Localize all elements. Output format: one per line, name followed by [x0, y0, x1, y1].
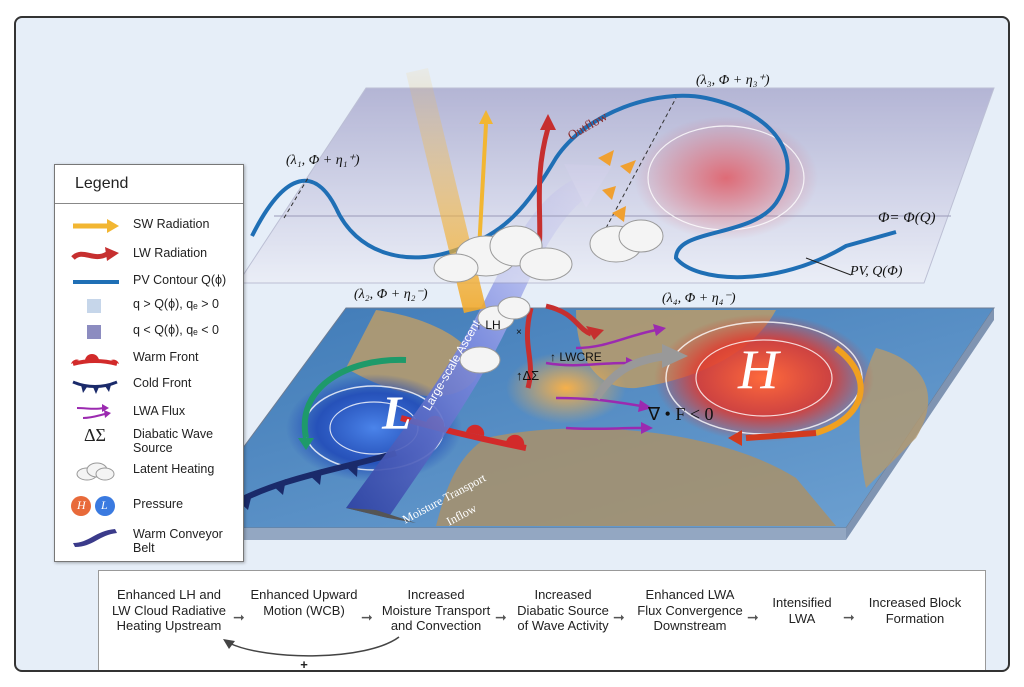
legend-item-positive: q > Q(ϕ), qₑ > 0	[55, 293, 243, 319]
legend-title: Legend	[75, 175, 128, 193]
legend-item-wcb: Warm Conveyor Belt	[55, 523, 243, 559]
flow-arrow: ➞	[613, 609, 625, 626]
flow-step-7: Increased Block Formation	[865, 595, 965, 626]
warm-front-icon	[69, 348, 121, 370]
label-pv-q: PV, Q(Φ)	[850, 264, 902, 280]
pv-contour-line-icon	[69, 271, 121, 293]
positive-anomaly-square-icon	[69, 295, 121, 317]
feedback-loop-arrow	[217, 631, 407, 661]
label-x-mark: ×	[516, 327, 522, 338]
flow-arrow: ➞	[233, 609, 245, 626]
latent-heating-cloud-icon	[69, 460, 121, 482]
label-delta-sigma: ↑ΔΣ	[516, 368, 539, 383]
legend-item-pv: PV Contour Q(ϕ)	[55, 269, 243, 295]
legend-panel: Legend SW Radiation LW Radiation PV Cont…	[54, 164, 244, 562]
flow-step-5: Enhanced LWA Flux Convergence Downstream	[635, 587, 745, 634]
lwa-flux-arrows-icon	[69, 402, 121, 424]
flow-step-2: Enhanced Upward Motion (WCB)	[249, 587, 359, 618]
flow-step-1: Enhanced LH and LW Cloud Radiative Heati…	[109, 587, 229, 634]
flow-step-6: Intensified LWA	[767, 595, 837, 626]
warm-conveyor-belt-icon	[69, 525, 121, 547]
cold-front-icon	[69, 374, 121, 396]
legend-item-pressure: H L Pressure	[55, 493, 243, 519]
negative-anomaly-square-icon	[69, 321, 121, 343]
flow-step-4: Increased Diabatic Source of Wave Activi…	[513, 587, 613, 634]
lower-map-plane	[184, 308, 994, 540]
figure-frame: (λ₁, Φ + η₁⁺) (λ₂, Φ + η₂⁻) (λ₃, Φ + η₃⁺…	[14, 16, 1010, 672]
feedback-sign: +	[297, 657, 311, 672]
label-high-pressure: H	[738, 338, 778, 402]
flow-step-3: Increased Moisture Transport and Convect…	[381, 587, 491, 634]
label-lambda1: (λ₁, Φ + η₁⁺)	[286, 152, 360, 169]
label-lwcre: ↑ LWCRE	[550, 350, 602, 364]
legend-item-diabatic-source: ΔΣ Diabatic Wave Source	[55, 423, 243, 459]
flow-arrow: ➞	[361, 609, 373, 626]
legend-item-lw: LW Radiation	[55, 242, 243, 268]
flow-arrow: ➞	[747, 609, 759, 626]
legend-item-latent-heating: Latent Heating	[55, 458, 243, 484]
lw-radiation-arrow-icon	[69, 244, 121, 266]
label-flux-divergence: ∇ • F < 0	[648, 404, 714, 425]
legend-item-cold-front: Cold Front	[55, 372, 243, 398]
legend-item-sw: SW Radiation	[55, 213, 243, 239]
label-lambda3: (λ₃, Φ + η₃⁺)	[696, 72, 770, 89]
legend-divider	[55, 203, 243, 204]
flow-arrow: ➞	[495, 609, 507, 626]
label-lambda2: (λ₂, Φ + η₂⁻)	[354, 286, 428, 303]
diabatic-wave-source-icon: ΔΣ	[69, 425, 121, 447]
sw-radiation-arrow-icon	[69, 215, 121, 237]
label-lambda4: (λ₄, Φ + η₄⁻)	[662, 290, 736, 307]
legend-item-negative: q < Q(ϕ), qₑ < 0	[55, 319, 243, 345]
legend-item-warm-front: Warm Front	[55, 346, 243, 372]
feedback-flowchart: Enhanced LH and LW Cloud Radiative Heati…	[98, 570, 986, 672]
label-phi-equation: Φ= Φ(Q)	[878, 210, 936, 227]
label-low-pressure: L	[382, 386, 411, 441]
flow-arrow: ➞	[843, 609, 855, 626]
